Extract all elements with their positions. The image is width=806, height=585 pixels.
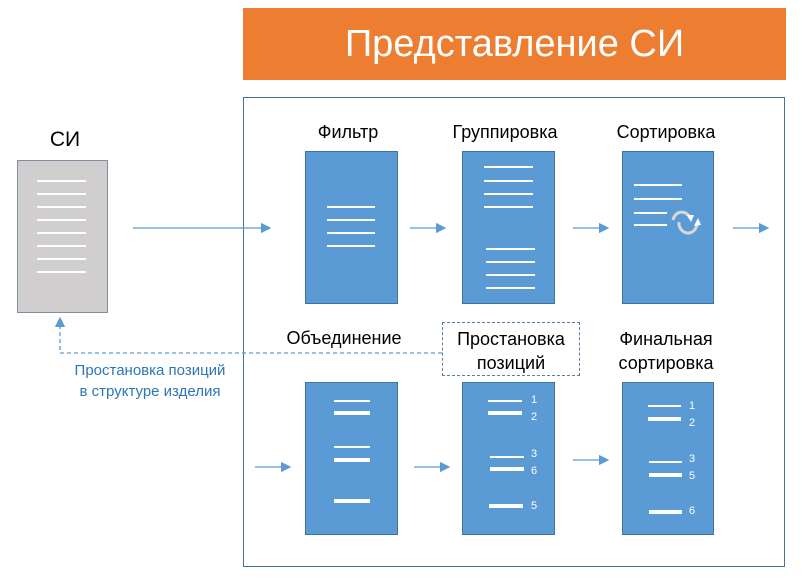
position-number: 1: [531, 394, 538, 406]
source-label: СИ: [49, 128, 81, 151]
final-box: 1 2 3 5 6: [622, 382, 714, 535]
position-number: 3: [689, 453, 696, 465]
position-number: 5: [531, 500, 538, 512]
position-number: 6: [689, 505, 696, 517]
final-title-2: сортировка: [618, 353, 714, 373]
refresh-icon: [671, 210, 701, 235]
final-title-1: Финальная: [619, 329, 713, 349]
positions-title-1: Простановка: [457, 329, 565, 349]
position-number: 5: [689, 470, 696, 482]
positions-box: 1 2 3 6 5: [462, 382, 555, 535]
header-banner: Представление СИ: [243, 8, 786, 80]
feedback-line-1: Простановка позиций: [74, 362, 226, 379]
group-title: Группировка: [452, 122, 558, 142]
positions-title-2: позиций: [476, 353, 546, 373]
filter-box: [305, 151, 398, 304]
merge-box: [305, 382, 398, 535]
feedback-note: Простановка позиций в структуре изделия: [40, 360, 260, 402]
position-number: 2: [531, 411, 538, 423]
source-document: [17, 160, 108, 313]
positions-highlight: [442, 322, 580, 376]
position-number: 3: [531, 448, 538, 460]
sort-title: Сортировка: [616, 122, 716, 142]
sort-box: [622, 151, 714, 304]
filter-title: Фильтр: [317, 122, 379, 142]
group-box: [462, 151, 555, 304]
merge-title: Объединение: [286, 328, 402, 348]
header-title: Представление СИ: [344, 22, 685, 65]
position-number: 1: [689, 400, 696, 412]
position-number: 2: [689, 417, 696, 429]
position-number: 6: [531, 465, 538, 477]
feedback-line-2: в структуре изделия: [79, 383, 221, 400]
